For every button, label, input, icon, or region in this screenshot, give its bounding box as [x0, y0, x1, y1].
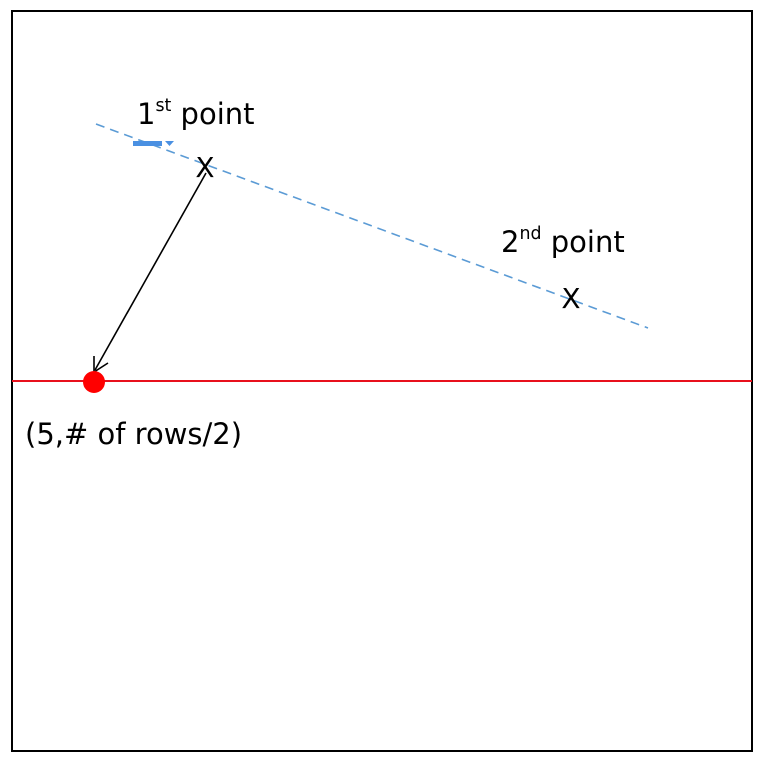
- first-point-x-mark: X: [195, 151, 215, 184]
- arrow-line: [94, 172, 207, 371]
- first-point-suffix: st: [155, 95, 172, 116]
- target-dot: [83, 371, 105, 393]
- second-point-text: point: [541, 225, 625, 259]
- fitted-dashed-line: [95, 123, 649, 329]
- second-point-label: 2nd point: [501, 225, 625, 259]
- first-point-text: point: [171, 97, 255, 131]
- first-point-number: 1: [137, 97, 156, 131]
- cursor-marker-icon: [133, 141, 162, 146]
- second-point-x-mark: X: [561, 282, 581, 315]
- dropdown-triangle-icon: [165, 141, 174, 146]
- target-coordinate-label: (5,# of rows/2): [25, 417, 243, 451]
- first-point-label: 1st point: [137, 97, 255, 131]
- second-point-suffix: nd: [519, 223, 542, 244]
- second-point-number: 2: [501, 225, 520, 259]
